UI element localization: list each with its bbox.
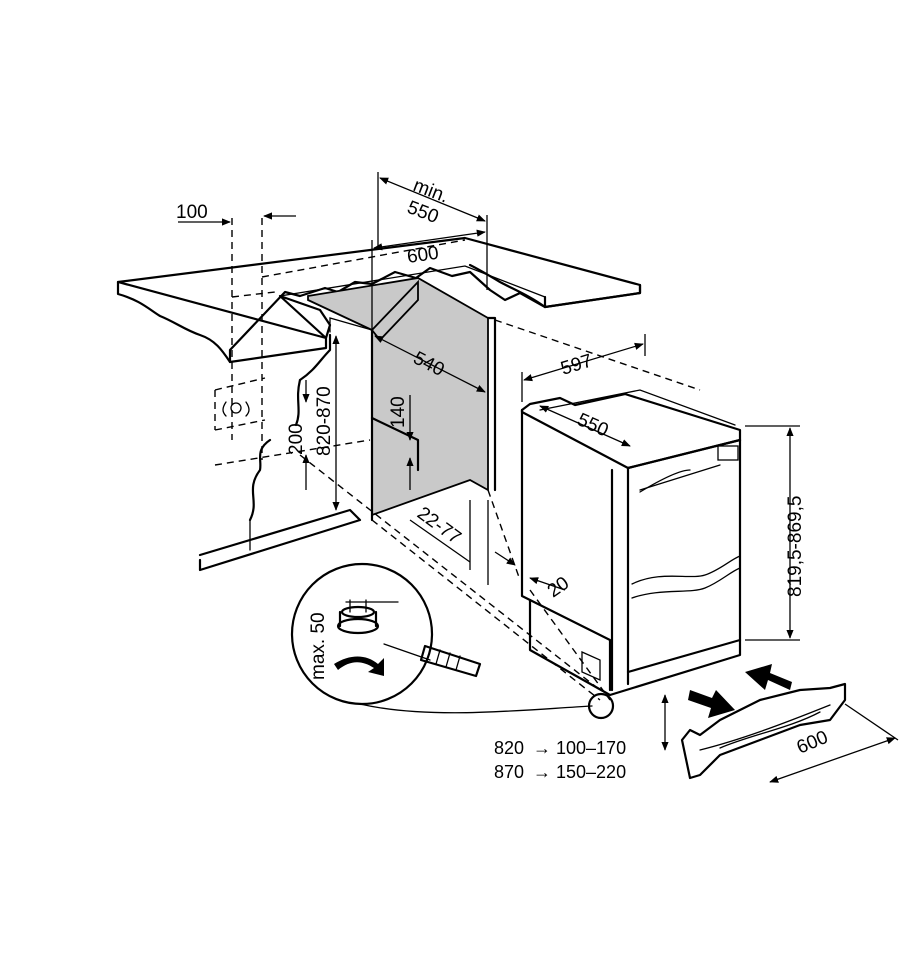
plinth-out-arrow	[688, 690, 735, 718]
dim-20-right-arrow	[529, 577, 566, 591]
countertop	[116, 236, 642, 364]
label-socket-height: 200	[286, 423, 307, 455]
label-vent-height: 140	[388, 396, 409, 428]
plinth	[680, 682, 847, 780]
plinth-table-niche: 870	[494, 762, 524, 782]
label-niche-height: 820-870	[314, 386, 335, 456]
label-counter-overhang: 100	[176, 202, 208, 223]
rotate-arrow-icon	[334, 656, 384, 676]
foot-detail	[290, 562, 615, 720]
dim-600-plinth	[769, 737, 896, 783]
socket-icon	[222, 401, 250, 417]
label-foot-adjust: max. 50	[308, 612, 329, 680]
plinth-table-plinth: 150–220	[556, 762, 626, 782]
dim-597	[523, 342, 644, 382]
plinth-table-plinth: 100–170	[556, 738, 626, 758]
construction-lines	[214, 218, 701, 701]
plinth-table-niche: 820	[494, 738, 524, 758]
dim-550-appliance	[539, 405, 631, 447]
label-plinth-width: 600	[794, 727, 831, 759]
dim-600-niche	[373, 229, 486, 251]
dim-540	[374, 335, 486, 393]
label-plinth-offset: 20	[544, 573, 573, 602]
label-gap-range: 22-77	[413, 503, 465, 549]
label-appliance-height: 819,5-869,5	[785, 496, 806, 597]
plinth-in-arrow	[745, 664, 792, 690]
dim-20-left-arrow	[494, 551, 516, 566]
dim-min-550	[379, 177, 486, 222]
plinth-table: 820 → 100–170 870 → 150–220	[494, 738, 626, 782]
appliance	[520, 389, 742, 697]
label-appliance-width: 597	[558, 350, 594, 379]
arrow-glyph: →	[533, 738, 551, 758]
label-niche-width: 600	[406, 243, 440, 268]
arrow-glyph: →	[533, 762, 551, 782]
